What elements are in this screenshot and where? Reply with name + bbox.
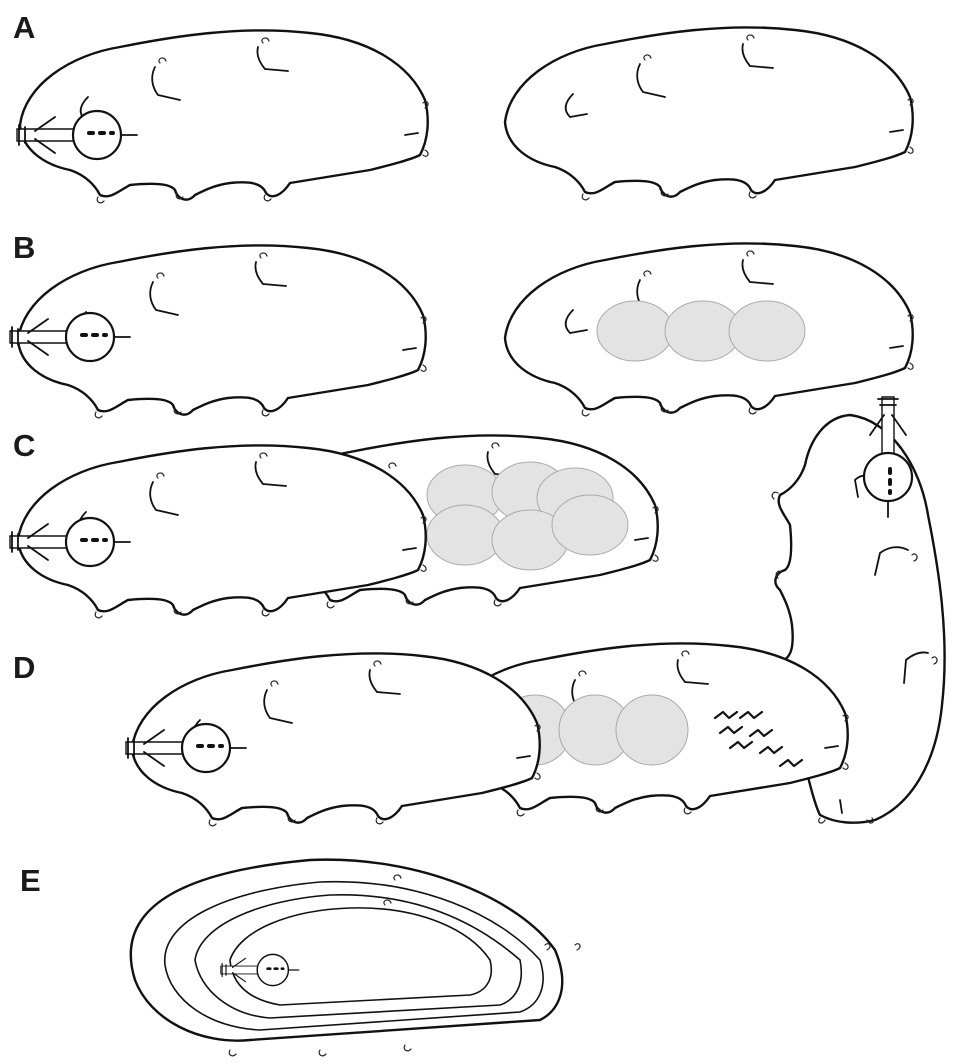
specimen-d-left bbox=[126, 653, 540, 825]
specimen-e-nested bbox=[131, 860, 580, 1056]
specimen-b-right bbox=[505, 243, 913, 415]
specimen-a-right bbox=[505, 27, 913, 199]
specimen-a-left bbox=[17, 30, 428, 202]
specimen-b-left bbox=[10, 245, 426, 417]
specimen-c-left bbox=[10, 445, 426, 617]
